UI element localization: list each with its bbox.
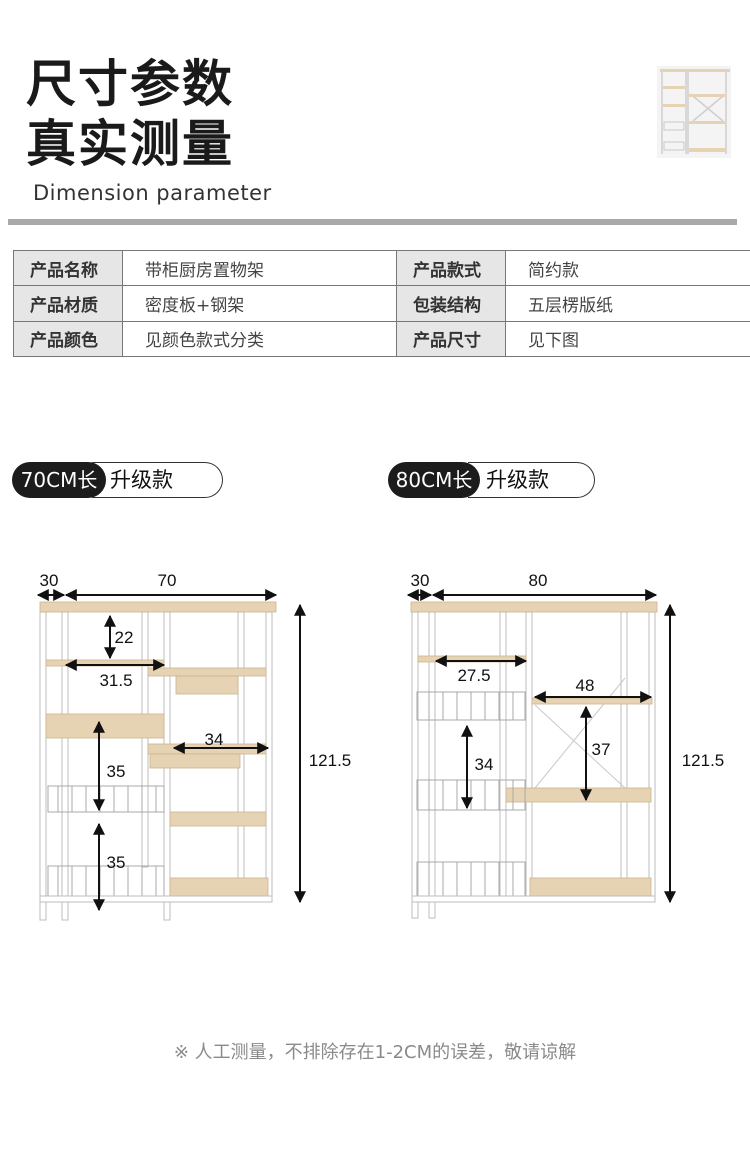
dim-label: 31.5 xyxy=(99,671,132,690)
dim-label: 27.5 xyxy=(457,666,490,685)
dim-label: 22 xyxy=(115,628,134,647)
spec-label: 产品款式 xyxy=(396,249,506,287)
model-length-tag: 70CM长 xyxy=(12,462,106,498)
model-style-label: 升级款 xyxy=(468,462,595,498)
subtitle: Dimension parameter xyxy=(33,181,272,205)
spec-label: 产品尺寸 xyxy=(396,320,506,358)
title-line-1: 尺寸参数 xyxy=(26,55,234,113)
spec-value: 见颜色款式分类 xyxy=(122,320,397,358)
product-thumbnail xyxy=(657,66,731,158)
depth-label: 30 xyxy=(411,571,430,590)
dim-label: 34 xyxy=(475,755,494,774)
model-length-tag: 80CM长 xyxy=(388,462,480,498)
rack-80-diagram: 30 80 121.5 27.5 48 37 34 xyxy=(406,571,725,919)
spec-value: 五层楞版纸 xyxy=(505,285,750,322)
table-row: 产品名称 带柜厨房置物架 产品款式 简约款 xyxy=(13,249,750,287)
spec-value: 见下图 xyxy=(505,320,750,358)
dim-label: 34 xyxy=(205,730,224,749)
spec-label: 产品材质 xyxy=(13,285,123,322)
model-style-label: 升级款 xyxy=(92,462,223,498)
spec-value: 密度板+钢架 xyxy=(122,285,397,322)
dim-label: 48 xyxy=(576,676,595,695)
spec-value: 简约款 xyxy=(505,249,750,287)
spec-label: 产品颜色 xyxy=(13,320,123,358)
dim-label: 37 xyxy=(592,740,611,759)
spec-value: 带柜厨房置物架 xyxy=(122,249,397,287)
spec-label: 产品名称 xyxy=(13,249,123,287)
spec-table: 产品名称 带柜厨房置物架 产品款式 简约款 产品材质 密度板+钢架 包装结构 五… xyxy=(13,249,750,358)
height-label: 121.5 xyxy=(309,751,352,770)
height-label: 121.5 xyxy=(682,751,725,770)
rack-70-diagram: 30 70 121.5 22 31.5 34 35 35 xyxy=(36,571,352,921)
measurement-disclaimer: ※ 人工测量，不排除存在1-2CM的误差，敬请谅解 xyxy=(173,1042,577,1063)
spec-label: 包装结构 xyxy=(396,285,506,322)
header-divider xyxy=(8,219,737,225)
page-title: 尺寸参数 真实测量 xyxy=(26,54,234,174)
dim-label: 35 xyxy=(107,762,126,781)
title-line-2: 真实测量 xyxy=(26,115,234,173)
width-label: 70 xyxy=(158,571,177,590)
dim-label: 35 xyxy=(107,853,126,872)
table-row: 产品材质 密度板+钢架 包装结构 五层楞版纸 xyxy=(13,285,750,322)
width-label: 80 xyxy=(529,571,548,590)
table-row: 产品颜色 见颜色款式分类 产品尺寸 见下图 xyxy=(13,320,750,358)
depth-label: 30 xyxy=(40,571,59,590)
